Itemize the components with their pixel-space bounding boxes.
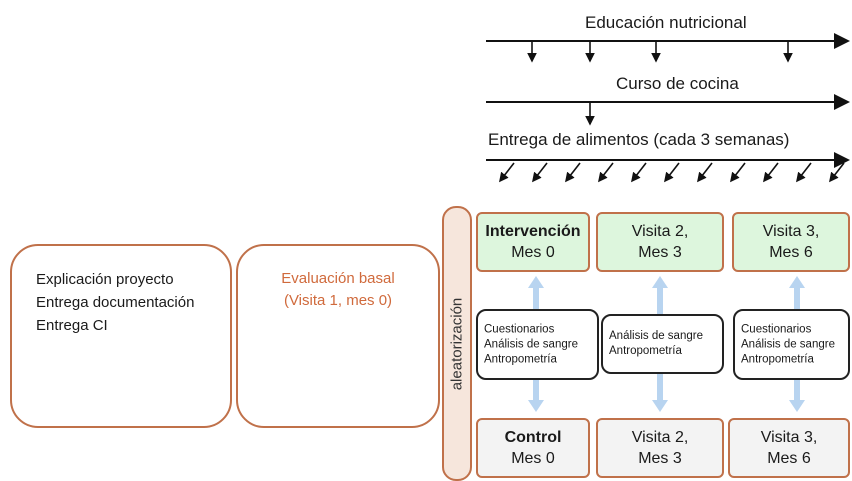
intervention-visit2-line1: Visita 2, [631,223,689,240]
intervention-month: Mes 0 [511,244,555,261]
delivery-arrow [697,162,713,183]
delivery-arrow [796,162,812,183]
intervention-visit3-line2: Mes 6 [769,244,813,261]
control-box: Control Mes 0 [476,418,590,478]
delivery-arrow [565,162,581,183]
control-month: Mes 0 [511,450,555,467]
intervention-visit2-box: Visita 2, Mes 3 [596,212,724,272]
intervention-label: Intervención [485,223,581,240]
intervention-visit3-box: Visita 3, Mes 6 [732,212,850,272]
control-label: Control [504,429,562,446]
intro-line: Entrega documentación [36,294,195,311]
intro-line: Entrega CI [36,317,108,334]
baseline-title-line1: Evaluación basal [281,270,395,287]
delivery-arrow [763,162,779,183]
measure-item: Antropometría [609,345,682,357]
control-visit3-line2: Mes 6 [767,450,811,467]
randomization-bar: aleatorización [442,206,472,481]
delivery-arrow [664,162,680,183]
control-visit3-line1: Visita 3, [760,429,818,446]
intro-lines: Explicación proyecto Entrega documentaci… [36,268,194,337]
measures-visit3-box: Cuestionarios Análisis de sangre Antropo… [733,309,850,380]
delivery-arrow [532,162,548,183]
measure-item: Antropometría [741,353,814,365]
control-visit2-box: Visita 2, Mes 3 [596,418,724,478]
measure-item: Cuestionarios [484,323,555,335]
measure-item: Análisis de sangre [484,338,578,350]
measures-visit1-box: Cuestionarios Análisis de sangre Antropo… [476,309,599,380]
baseline-title-line2: (Visita 1, mes 0) [283,292,393,309]
delivery-arrow [730,162,746,183]
control-visit2-line1: Visita 2, [631,429,689,446]
delivery-arrows [499,162,845,183]
measure-item: Cuestionarios [741,323,812,335]
randomization-label: aleatorización [448,297,466,390]
cooking-course-label: Curso de cocina [616,74,739,93]
delivery-arrow [499,162,515,183]
intervention-box: Intervención Mes 0 [476,212,590,272]
food-delivery-label: Entrega de alimentos (cada 3 semanas) [488,130,790,149]
baseline-evaluation-box: Evaluación basal (Visita 1, mes 0) [236,244,440,428]
delivery-arrow [631,162,647,183]
intervention-visit3-line1: Visita 3, [762,223,820,240]
intro-box: Explicación proyecto Entrega documentaci… [10,244,232,428]
control-visit2-line2: Mes 3 [638,450,682,467]
delivery-arrow [829,162,845,183]
nutrition-education-label: Educación nutricional [585,13,747,32]
measure-item: Análisis de sangre [741,338,835,350]
baseline-title: Evaluación basal (Visita 1, mes 0) [238,268,438,312]
measure-item: Análisis de sangre [609,330,703,342]
intervention-visit2-line2: Mes 3 [638,244,682,261]
delivery-arrow [598,162,614,183]
control-visit3-box: Visita 3, Mes 6 [728,418,850,478]
intro-line: Explicación proyecto [36,271,174,288]
measure-item: Antropometría [484,353,557,365]
measures-visit2-box: Análisis de sangre Antropometría [601,314,724,374]
